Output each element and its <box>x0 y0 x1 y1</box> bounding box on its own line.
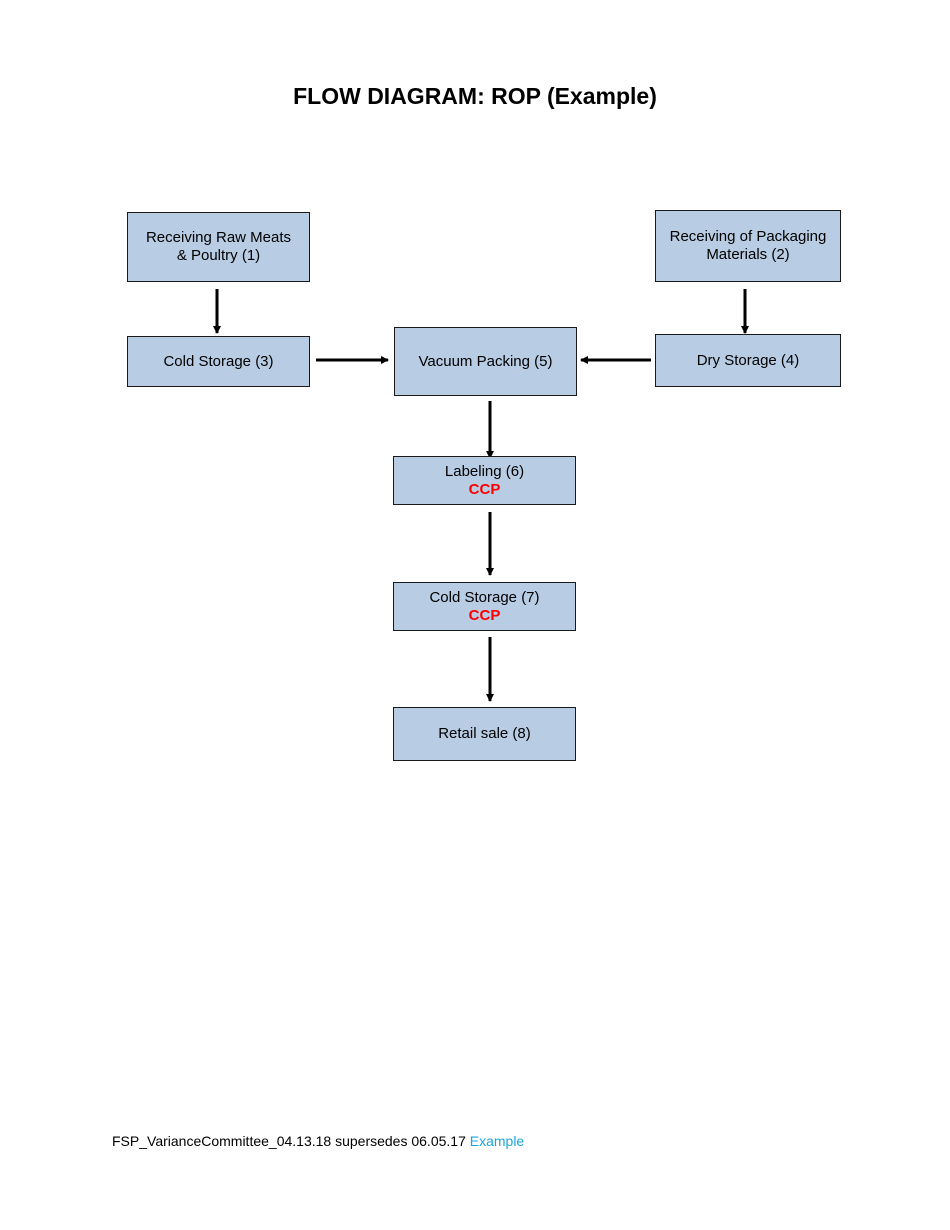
footer-text: FSP_VarianceCommittee_04.13.18 supersede… <box>112 1133 466 1149</box>
node-label-line2: & Poultry (1) <box>176 247 261 264</box>
node-labeling: Labeling (6) CCP <box>393 456 576 505</box>
node-label: Cold Storage (7) <box>429 588 540 606</box>
node-label: Retail sale (8) <box>438 725 531 742</box>
node-receiving-raw-meats: Receiving Raw Meats & Poultry (1) <box>127 212 310 282</box>
node-label: Labeling (6) <box>444 462 525 480</box>
node-retail-sale: Retail sale (8) <box>393 707 576 761</box>
node-label-line1: Receiving of Packaging <box>669 228 827 245</box>
ccp-badge: CCP <box>468 606 501 624</box>
page-title: FLOW DIAGRAM: ROP (Example) <box>293 83 657 109</box>
node-label-line2: Materials (2) <box>706 246 790 263</box>
node-label: Dry Storage (4) <box>696 351 800 369</box>
node-label: Cold Storage (3) <box>163 352 274 370</box>
ccp-badge: CCP <box>468 480 501 498</box>
node-receiving-packaging: Receiving of Packaging Materials (2) <box>655 210 841 282</box>
node-label: Vacuum Packing (5) <box>418 352 553 370</box>
node-vacuum-packing: Vacuum Packing (5) <box>394 327 577 396</box>
node-cold-storage-7: Cold Storage (7) CCP <box>393 582 576 631</box>
footer-example-link[interactable]: Example <box>469 1133 525 1149</box>
node-dry-storage: Dry Storage (4) <box>655 334 841 387</box>
footer: FSP_VarianceCommittee_04.13.18 supersede… <box>112 1133 524 1149</box>
node-cold-storage-3: Cold Storage (3) <box>127 336 310 387</box>
node-label-line1: Receiving Raw Meats <box>145 229 292 246</box>
